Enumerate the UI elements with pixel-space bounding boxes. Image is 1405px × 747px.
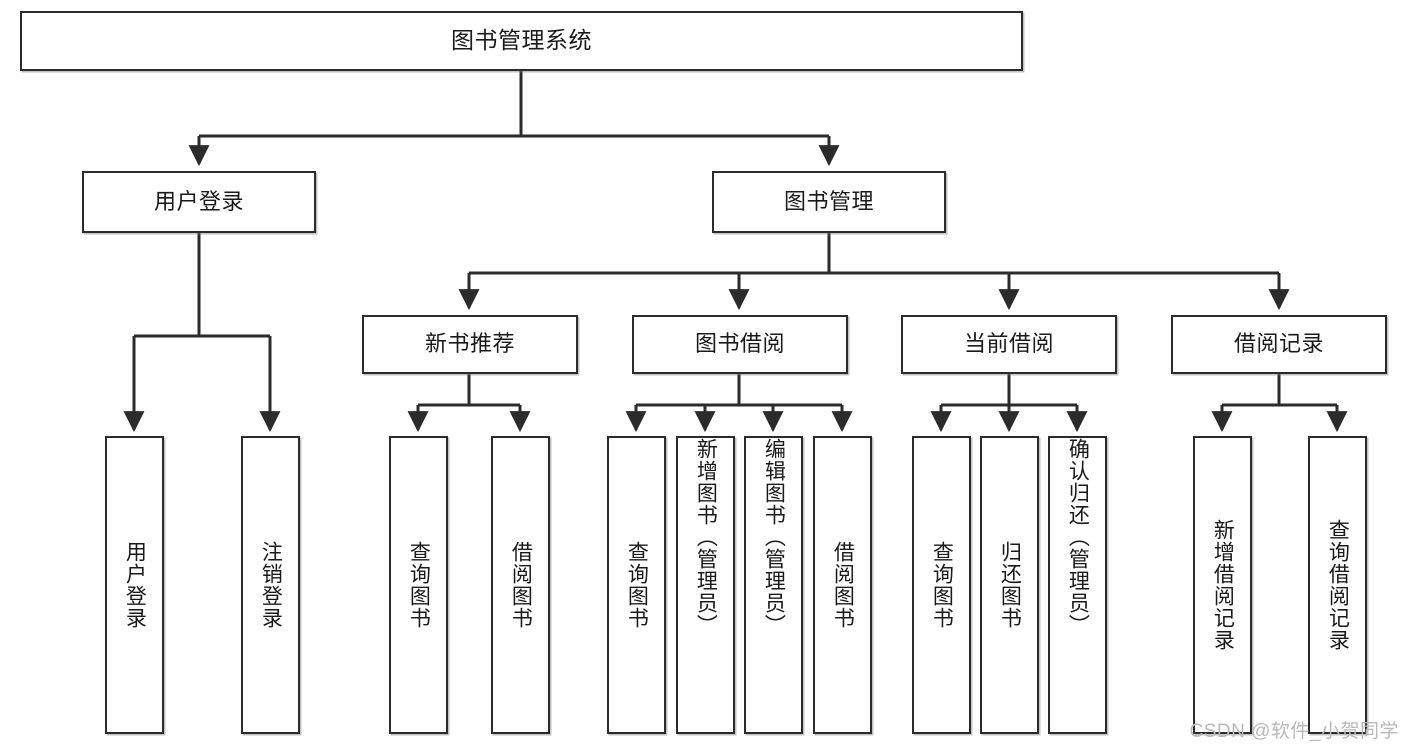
leaf-edit-book-admin[interactable]: 编辑图书（管理员） bbox=[744, 436, 803, 734]
node-label: 查询借阅记录 bbox=[1326, 519, 1350, 651]
node-label: 编辑图书（管理员） bbox=[762, 438, 786, 636]
node-new-book-recommend[interactable]: 新书推荐 bbox=[362, 315, 578, 374]
node-user-login[interactable]: 用户登录 bbox=[82, 171, 316, 233]
node-label: 借阅图书 bbox=[831, 541, 855, 629]
node-label: 借阅记录 bbox=[1233, 331, 1324, 357]
node-current-borrow[interactable]: 当前借阅 bbox=[901, 315, 1117, 374]
leaf-borrow-book-recommend[interactable]: 借阅图书 bbox=[491, 436, 550, 734]
leaf-borrow-book[interactable]: 借阅图书 bbox=[813, 436, 872, 734]
node-label: 当前借阅 bbox=[963, 331, 1054, 357]
node-label: 查询图书 bbox=[625, 541, 649, 629]
node-book-management[interactable]: 图书管理 bbox=[712, 171, 946, 233]
node-label: 图书借阅 bbox=[694, 331, 785, 357]
leaf-return-book[interactable]: 归还图书 bbox=[980, 436, 1039, 734]
leaf-user-login[interactable]: 用户登录 bbox=[105, 436, 164, 734]
node-label: 查询图书 bbox=[930, 541, 954, 629]
node-label: 新增借阅记录 bbox=[1211, 519, 1235, 651]
leaf-confirm-return-admin[interactable]: 确认归还（管理员） bbox=[1048, 436, 1107, 734]
node-label: 归还图书 bbox=[998, 541, 1022, 629]
node-label: 新增图书（管理员） bbox=[694, 438, 718, 636]
node-label: 借阅图书 bbox=[509, 541, 533, 629]
node-label: 图书管理系统 bbox=[451, 27, 592, 54]
node-label: 用户登录 bbox=[123, 541, 147, 629]
node-label: 注销登录 bbox=[259, 541, 283, 629]
node-borrow-record[interactable]: 借阅记录 bbox=[1171, 315, 1387, 374]
leaf-query-book-borrow[interactable]: 查询图书 bbox=[607, 436, 666, 734]
node-label: 新书推荐 bbox=[424, 331, 515, 357]
node-book-borrow[interactable]: 图书借阅 bbox=[632, 315, 848, 374]
leaf-add-borrow-record[interactable]: 新增借阅记录 bbox=[1193, 436, 1252, 734]
leaf-query-book-current[interactable]: 查询图书 bbox=[912, 436, 971, 734]
node-label: 确认归还（管理员） bbox=[1066, 438, 1090, 636]
node-label: 图书管理 bbox=[783, 188, 874, 214]
leaf-query-borrow-record[interactable]: 查询借阅记录 bbox=[1308, 436, 1367, 734]
node-label: 用户登录 bbox=[153, 188, 244, 214]
leaf-logout-login[interactable]: 注销登录 bbox=[241, 436, 300, 734]
leaf-add-book-admin[interactable]: 新增图书（管理员） bbox=[676, 436, 735, 734]
node-label: 查询图书 bbox=[407, 541, 431, 629]
leaf-query-book-recommend[interactable]: 查询图书 bbox=[389, 436, 448, 734]
node-root-system[interactable]: 图书管理系统 bbox=[20, 11, 1023, 71]
